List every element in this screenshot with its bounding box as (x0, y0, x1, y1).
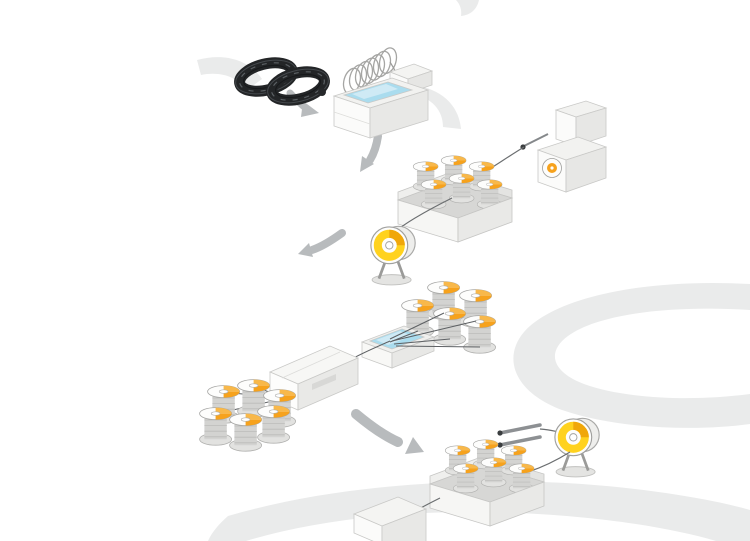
spool-icon (229, 413, 263, 452)
stranding-machine-icon (268, 345, 360, 411)
wire-rod-coils-icon (234, 57, 330, 106)
spool-tub-icon (397, 155, 513, 243)
guide-rods-icon (497, 423, 542, 448)
flow-arrow-4 (351, 409, 424, 454)
packing-machine-icon (352, 496, 428, 541)
stage-spooling (371, 100, 608, 285)
flow-ribbon-middle (513, 282, 750, 428)
spool-group-left-icon (199, 379, 297, 452)
stage-raw-material (234, 47, 434, 139)
flow-ribbon-top (456, 0, 479, 16)
flow-arrow-3 (298, 229, 346, 257)
annealing-machine-icon (520, 100, 608, 193)
stage-extrusion (199, 281, 497, 452)
stage-final-takeup (352, 418, 599, 541)
drawing-bath-machine-icon (332, 63, 434, 139)
spool-icon (463, 315, 497, 354)
flow-ribbon-left (197, 57, 262, 90)
flow-arrow-2 (360, 132, 382, 172)
takeup-spool-icon (371, 226, 415, 285)
takeup-spool-icon (555, 418, 599, 477)
spool-icon (199, 407, 233, 446)
